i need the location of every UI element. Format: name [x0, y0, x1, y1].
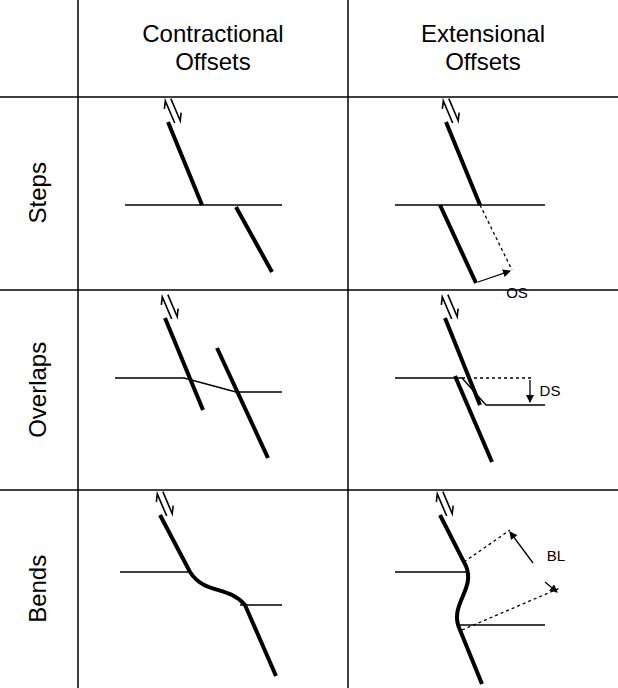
column-header: Extensional Offsets [393, 20, 573, 75]
dimension-label: DS [530, 382, 570, 399]
row-header: Bends [24, 509, 52, 669]
extensional-overlap [395, 293, 545, 462]
dimension-label: BL [536, 547, 576, 564]
contractional-overlap [115, 293, 282, 458]
column-header: Contractional Offsets [123, 20, 303, 75]
row-header: Steps [24, 113, 52, 273]
extensional-bend [395, 490, 560, 684]
contractional-step [125, 97, 282, 272]
contractional-bend [120, 490, 282, 676]
row-header: Overlaps [24, 310, 52, 470]
dimension-label: OS [497, 284, 537, 301]
extensional-step [395, 97, 545, 283]
